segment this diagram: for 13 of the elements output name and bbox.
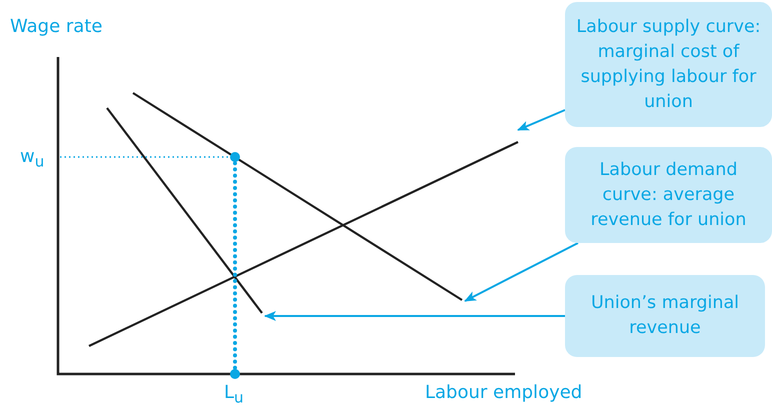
axis-tick-label: w$_{u}$ <box>20 146 44 171</box>
leader-arrow <box>464 242 578 302</box>
leader-arrow <box>264 311 565 321</box>
leader-arrow <box>517 109 566 131</box>
callout-text: Union’s marginal revenue <box>590 292 740 340</box>
axis-title: Wage rate <box>10 16 102 37</box>
callout-text: Labour supply curve: marginal cost of supplying labour for union <box>575 16 762 114</box>
axis-tick-label: L$_{u}$ <box>224 382 244 406</box>
callout-text: Labour demand curve: average revenue for union <box>590 158 748 232</box>
axis-title: Labour employed <box>425 382 582 403</box>
callout-box <box>565 147 772 243</box>
callout-box <box>565 2 772 127</box>
callout-box <box>565 275 765 357</box>
